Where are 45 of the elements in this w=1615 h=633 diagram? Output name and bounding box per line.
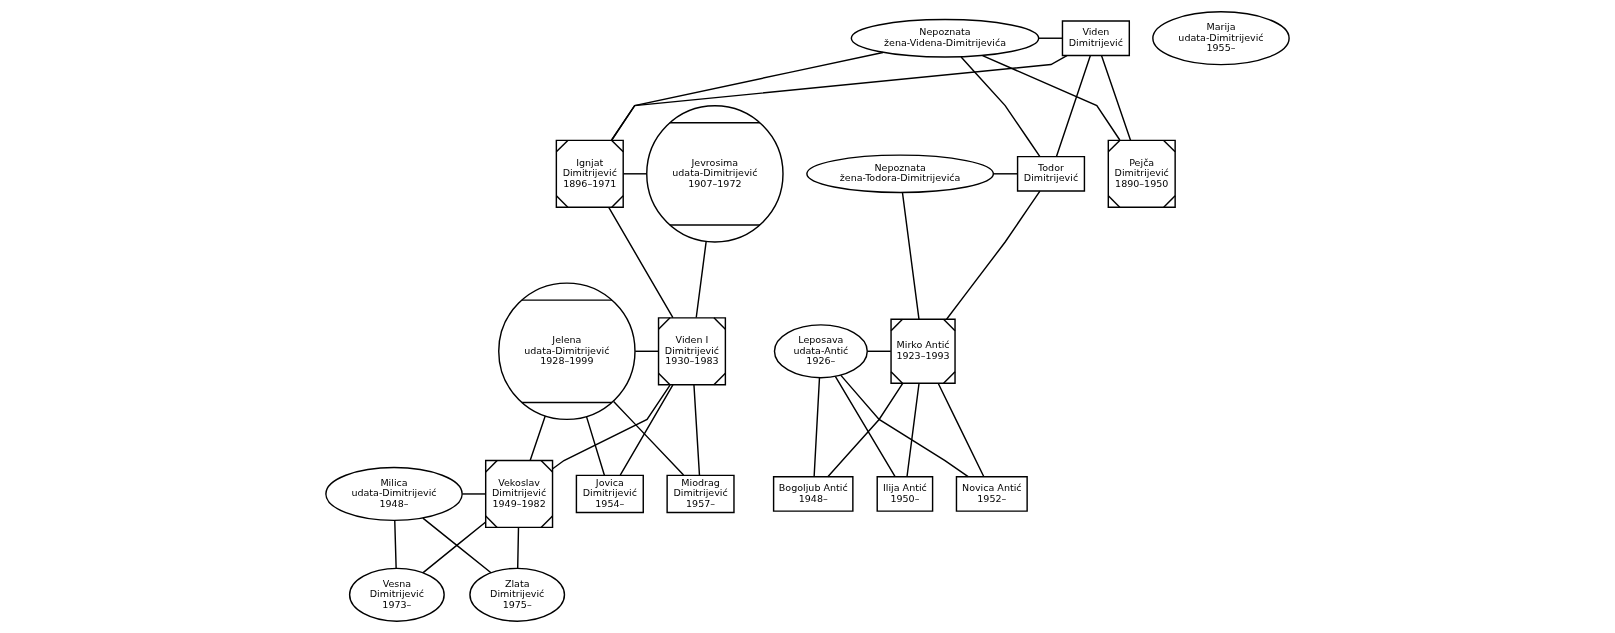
connector — [901, 192, 920, 320]
connector — [585, 416, 606, 476]
connector — [551, 384, 671, 470]
connector — [960, 56, 1041, 158]
node-ellipse: Leposava udata-Antić 1926– — [773, 324, 868, 379]
connector — [394, 519, 397, 570]
connector — [945, 190, 1041, 320]
connector — [906, 382, 920, 478]
node-ellipse: Milica udata-Dimitrijević 1948– — [325, 466, 463, 522]
node-circle: Jelena udata-Dimitrijević 1928–1999 — [498, 282, 636, 421]
node-box: Viden Dimitrijević — [1061, 20, 1131, 57]
connector — [622, 173, 648, 175]
connector — [827, 382, 904, 478]
connector — [529, 415, 546, 461]
connector — [461, 493, 487, 495]
node-box: Todor Dimitrijević — [1016, 155, 1086, 192]
connector — [516, 526, 520, 570]
connector — [693, 384, 701, 476]
connector — [1038, 37, 1064, 39]
connector — [1100, 54, 1132, 141]
connector — [1055, 54, 1092, 158]
connector — [834, 375, 896, 478]
connector — [813, 377, 821, 478]
node-ellipse: Nepoznata žena-Videna-Dimitrijevića — [850, 18, 1040, 58]
connector — [993, 173, 1019, 175]
node-ellipse: Vesna Dimitrijević 1973– — [348, 567, 445, 622]
connector — [695, 240, 707, 319]
node-ellipse: Marija udata-Dimitrijević 1955– — [1152, 11, 1290, 66]
node-box: Bogoljub Antić 1948– — [772, 476, 854, 512]
connector — [634, 350, 659, 352]
connector — [608, 206, 674, 319]
node-ellipse: Zlata Dimitrijević 1975– — [469, 567, 566, 622]
node-circle: Jevrosima udata-Dimitrijević 1907–1972 — [646, 104, 784, 243]
connector — [619, 384, 674, 476]
node-box: Novica Antić 1952– — [955, 476, 1028, 512]
node-box: Miodrag Dimitrijević 1957– — [666, 474, 735, 514]
connector — [866, 350, 892, 352]
connector — [610, 54, 1068, 141]
node-box: Jovica Dimitrijević 1954– — [575, 474, 644, 514]
connector — [612, 400, 685, 476]
connector — [840, 374, 969, 478]
node-box: Ilija Antić 1950– — [876, 476, 934, 512]
connector — [937, 382, 985, 478]
connector — [981, 54, 1121, 141]
node-ellipse: Nepoznata žena-Todora-Dimitrijevića — [806, 154, 995, 194]
